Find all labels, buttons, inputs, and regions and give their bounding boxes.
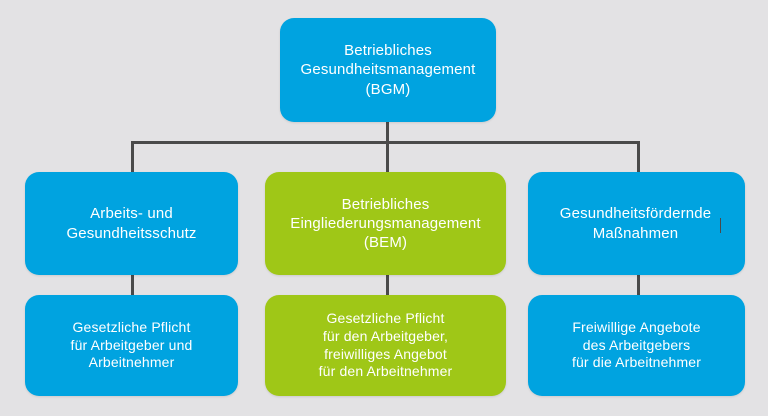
node-detail-freiwillige-angebote-label: Freiwillige Angebote des Arbeitgebers fü… <box>571 318 702 371</box>
connector-drop-left <box>131 141 134 177</box>
node-bem[interactable]: Betriebliches Eingliederungsmanagement (… <box>265 172 506 275</box>
connector-horizontal-bus <box>131 141 640 144</box>
node-arbeits-und-gesundheitsschutz-label: Arbeits- und Gesundheitsschutz <box>66 205 197 242</box>
text-caret <box>720 217 722 234</box>
connector-drop-middle <box>386 141 389 177</box>
connector-link-left <box>131 272 134 299</box>
node-detail-gesetzliche-pflicht-mitte[interactable]: Gesetzliche Pflicht für den Arbeitgeber,… <box>265 295 506 396</box>
node-detail-gesetzliche-pflicht-mitte-label: Gesetzliche Pflicht für den Arbeitgeber,… <box>318 309 453 380</box>
node-arbeits-und-gesundheitsschutz[interactable]: Arbeits- und Gesundheitsschutz <box>25 172 238 275</box>
node-detail-gesetzliche-pflicht-links-label: Gesetzliche Pflicht für Arbeitgeber und … <box>70 318 193 371</box>
connector-root-stem <box>386 118 389 143</box>
connector-drop-right <box>637 141 640 177</box>
connector-link-right <box>637 272 640 299</box>
node-bgm-root[interactable]: Betriebliches Gesundheitsmanagement (BGM… <box>280 18 496 122</box>
node-detail-gesetzliche-pflicht-links[interactable]: Gesetzliche Pflicht für Arbeitgeber und … <box>25 295 238 396</box>
node-gesundheitsfoerdernde-massnahmen[interactable]: Gesundheitsfördernde Maßnahmen <box>528 172 745 275</box>
node-bem-label: Betriebliches Eingliederungsmanagement (… <box>290 195 481 252</box>
connector-link-middle <box>386 272 389 299</box>
node-gesundheitsfoerdernde-massnahmen-label: Gesundheitsfördernde Maßnahmen <box>559 205 712 242</box>
node-detail-freiwillige-angebote[interactable]: Freiwillige Angebote des Arbeitgebers fü… <box>528 295 745 396</box>
node-bgm-root-label: Betriebliches Gesundheitsmanagement (BGM… <box>300 42 476 98</box>
